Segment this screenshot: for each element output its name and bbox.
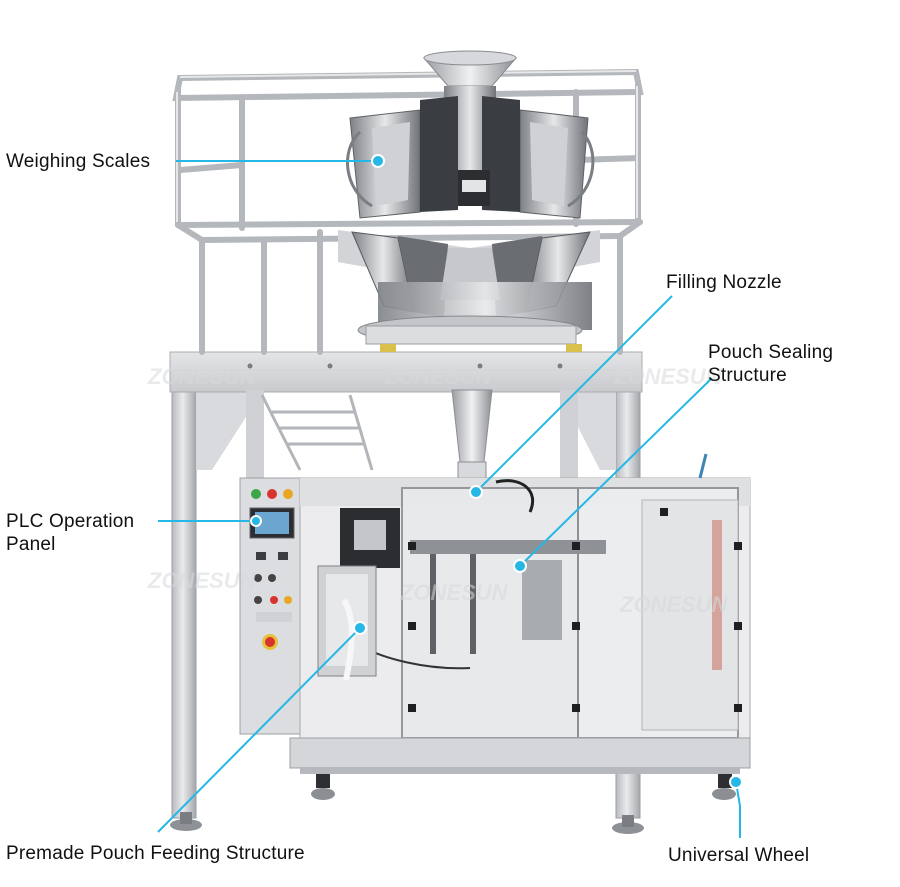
label-plc-line2: Panel [6, 534, 56, 555]
callout-dot-icon [469, 485, 483, 499]
callout-filling-nozzle [475, 295, 673, 493]
label-universal-wheel: Universal Wheel [668, 845, 810, 866]
watermark: ZONESUN [399, 580, 509, 605]
callout-universal-wheel [735, 781, 741, 838]
label-plc-line1: PLC Operation [6, 511, 135, 532]
callout-dot-icon [250, 515, 262, 527]
label-pouch-sealing-line1: Pouch Sealing [708, 342, 834, 363]
green-light-icon [251, 489, 261, 499]
watermark: ZONESUN [619, 592, 729, 617]
callout-lines [157, 160, 741, 838]
watermark: ZONESUN [147, 364, 257, 389]
callout-dot-icon [513, 559, 527, 573]
callout-dot-icon [729, 775, 743, 789]
pouch-packing-machine [239, 453, 751, 800]
yellow-light-icon [283, 489, 293, 499]
watermark: ZONESUN [147, 568, 257, 593]
callout-pouch-sealing [519, 377, 713, 567]
callout-dot-icon [371, 154, 385, 168]
label-weighing-scales: Weighing Scales [6, 151, 151, 172]
watermark: ZONESUN [383, 364, 493, 389]
callout-dot-icon [353, 621, 367, 635]
discharge-funnel [451, 389, 493, 491]
label-filling-nozzle: Filling Nozzle [666, 272, 782, 293]
callout-premade-pouch [157, 627, 361, 833]
callout-dots [250, 154, 743, 789]
red-light-icon [267, 489, 277, 499]
label-premade-pouch: Premade Pouch Feeding Structure [6, 843, 305, 864]
multihead-weigher [338, 50, 600, 352]
label-pouch-sealing-line2: Structure [708, 365, 787, 386]
watermark: ZONESUN [613, 364, 723, 389]
